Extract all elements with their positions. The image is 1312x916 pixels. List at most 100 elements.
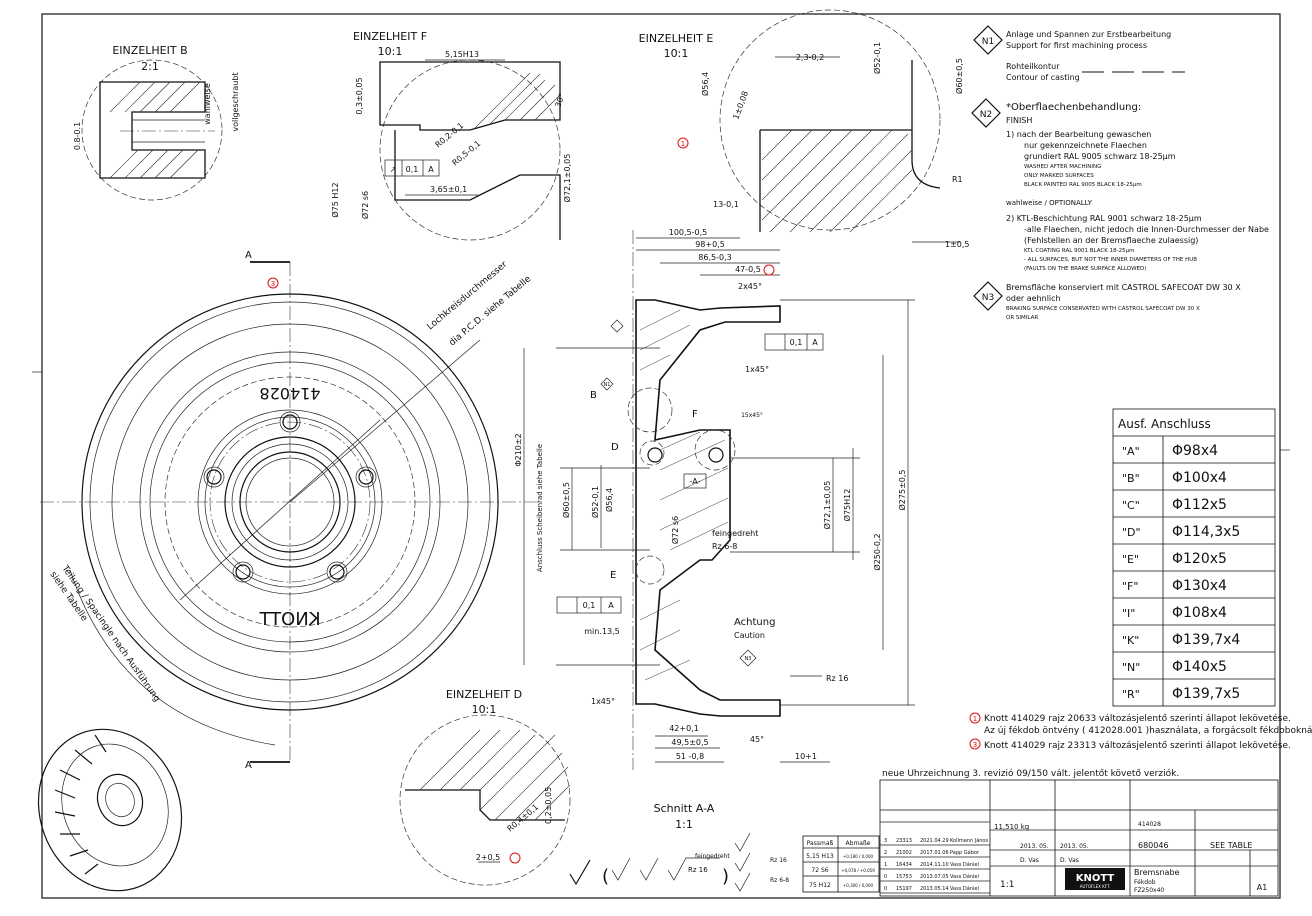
svg-text:ONLY MARKED SURFACES: ONLY MARKED SURFACES [1024, 173, 1094, 179]
svg-text:1x45°: 1x45° [591, 697, 615, 706]
svg-text:B: B [590, 390, 597, 401]
brand-embossed: KNOTT [258, 609, 320, 630]
sheet-border [41, 13, 1281, 899]
table-row-value: Φ114,3x5 [1172, 524, 1240, 540]
table-row-code: "E" [1122, 553, 1139, 566]
svg-text:Passmaß: Passmaß [807, 840, 834, 847]
revision-cell: Papp Gábor [950, 849, 980, 856]
table-row-value: Φ140x5 [1172, 659, 1227, 675]
detail-f-scale: 10:1 [378, 45, 403, 58]
svg-text:N3: N3 [982, 293, 994, 303]
svg-text:1±0,08: 1±0,08 [731, 90, 750, 121]
part-number-embossed: 414028 [259, 384, 320, 403]
detail-b: EINZELHEIT B 2:1 wahlweise vollgeschraub… [73, 44, 240, 201]
svg-text:FINISH: FINISH [1006, 116, 1032, 125]
svg-text:1) nach der Bearbeitung gewa: 1) nach der Bearbeitung gewaschen [1006, 130, 1151, 139]
svg-text:0,3±0,05: 0,3±0,05 [355, 77, 364, 114]
svg-text:Ø75H12: Ø75H12 [842, 489, 852, 522]
notes-block: N1 Anlage und Spannen zur Erstbearbeitun… [971, 25, 1269, 321]
revision-cell: Kollmann János [950, 837, 988, 844]
svg-text:feingedreht: feingedreht [712, 529, 758, 538]
svg-text:11,510 kg: 11,510 kg [994, 823, 1029, 831]
svg-text:Ø52-0,1: Ø52-0,1 [590, 486, 600, 518]
svg-text:49,5±0,5: 49,5±0,5 [671, 738, 708, 747]
svg-text:N1: N1 [604, 382, 611, 388]
svg-text:(: ( [602, 866, 609, 887]
svg-text:Ø72,1±0,05: Ø72,1±0,05 [562, 154, 572, 203]
svg-text:Contour of casting: Contour of casting [1006, 73, 1080, 82]
iso-view [37, 728, 183, 892]
svg-text:Achtung: Achtung [734, 617, 775, 628]
revision-cell: 2017.01.06 [920, 850, 949, 856]
svg-text:Ø60±0,5: Ø60±0,5 [954, 58, 964, 94]
svg-text:0,1: 0,1 [583, 601, 596, 610]
svg-text:FZ250x40: FZ250x40 [1134, 887, 1164, 894]
svg-text:Caution: Caution [734, 631, 765, 640]
detail-b-circle [81, 59, 223, 201]
svg-text:72 S6: 72 S6 [811, 867, 828, 874]
svg-text:WASHED AFTER MACHINING: WASHED AFTER MACHINING [1024, 164, 1101, 170]
detail-e-circle [719, 9, 941, 231]
svg-text:98+0,5: 98+0,5 [695, 240, 725, 249]
svg-text:A: A [608, 601, 614, 610]
svg-text:10+1: 10+1 [795, 752, 817, 761]
svg-text:-A-: -A- [690, 477, 701, 486]
svg-text:Ø275±0,5: Ø275±0,5 [897, 470, 907, 511]
svg-text:KTL COATING RAL 9001 BLACK 1: KTL COATING RAL 9001 BLACK 18-25µm [1024, 248, 1134, 254]
svg-text:N2: N2 [980, 110, 992, 120]
svg-text:3,65±0,1: 3,65±0,1 [430, 185, 467, 194]
svg-text:Abmaße: Abmaße [846, 840, 871, 847]
svg-text:+0,078 / +0,059: +0,078 / +0,059 [841, 868, 875, 873]
svg-text:Bremsfläche konserviert mit CA: Bremsfläche konserviert mit CASTROL SAFE… [1006, 283, 1241, 292]
detail-f-width: 5,15H13 [445, 50, 479, 59]
svg-text:- ALL SURFACES, BUT NOT THE IN: - ALL SURFACES, BUT NOT THE INNER DIAMET… [1024, 257, 1197, 263]
svg-text:Ø52-0,1: Ø52-0,1 [872, 42, 882, 74]
fits-table: Passmaß Abmaße 5,15 H13 +0,180 / 0,000 7… [802, 835, 880, 893]
svg-text:A: A [245, 250, 252, 261]
svg-text:Rz 16: Rz 16 [826, 674, 848, 683]
title-block: neue Uhrzeichnung 3. revizió 09/150 vált… [879, 768, 1279, 897]
svg-text:grundiert RAL 9005 schwarz 18-: grundiert RAL 9005 schwarz 18-25µm [1024, 152, 1176, 161]
svg-text:Knott 414029 rajz 23313 változ: Knott 414029 rajz 23313 változásjelentő … [984, 740, 1291, 751]
svg-text:Ø56,4: Ø56,4 [700, 72, 710, 96]
svg-text:10:1: 10:1 [472, 703, 497, 716]
svg-text:A1: A1 [1257, 883, 1268, 892]
svg-text:0,2±0,05: 0,2±0,05 [544, 787, 553, 824]
svg-text:680046: 680046 [1138, 841, 1169, 850]
table-row-value: Φ100x4 [1172, 470, 1227, 486]
detail-b-dim: 0.8-0.1 [73, 122, 82, 150]
svg-text:R0,5-0,1: R0,5-0,1 [451, 139, 483, 168]
svg-text:(Fehlstellen an der Bremsflaec: (Fehlstellen an der Bremsflaeche zulaess… [1024, 236, 1198, 245]
svg-text:Ø72 s6: Ø72 s6 [670, 516, 680, 544]
revision-cell: 2 [884, 850, 887, 856]
svg-text:BRAKING SURFACE CONSERVATED WI: BRAKING SURFACE CONSERVATED WITH CASTROL… [1006, 306, 1200, 312]
svg-text:414028: 414028 [1138, 821, 1161, 828]
svg-text:nur gekennzeichnete Flaechen: nur gekennzeichnete Flaechen [1024, 141, 1147, 150]
revision-cell: Vass Dániel [950, 873, 979, 880]
svg-text:(FAULTS ON THE BRAKE SURFACE A: (FAULTS ON THE BRAKE SURFACE ALLOWED) [1024, 266, 1146, 272]
svg-text:2+0,5: 2+0,5 [476, 853, 501, 862]
section-title: Schnitt A-A [654, 802, 715, 815]
svg-text:Rz 6-8: Rz 6-8 [770, 877, 789, 884]
revision-cell: Vass Dániel [950, 885, 979, 892]
svg-text:Teilung / Spacingle nach Ausfü: Teilung / Spacingle nach Ausführung [59, 563, 162, 704]
svg-text:0,1: 0,1 [790, 338, 803, 347]
svg-text:D: D [611, 442, 619, 453]
svg-text:1: 1 [681, 140, 685, 148]
svg-text:dia P.C.D. siehe Tabelle: dia P.C.D. siehe Tabelle [448, 274, 534, 348]
surface-symbols: ( Rz 16 feingedreht ) Rz 16 Rz 6-8 [569, 832, 789, 892]
revision-cell: 2013.05.14 [920, 886, 949, 892]
svg-text:15x45°: 15x45° [741, 412, 763, 419]
table-row-code: "D" [1122, 526, 1141, 539]
revision-cell: 15197 [896, 886, 912, 892]
svg-text:Anschluss Scheibenrad siehe Ta: Anschluss Scheibenrad siehe Tabelle [536, 444, 544, 572]
svg-text:N3: N3 [745, 656, 752, 662]
table-row-code: "A" [1122, 445, 1140, 458]
revision-cell: 23313 [896, 838, 912, 844]
svg-text:+0,300 / 0,000: +0,300 / 0,000 [843, 883, 874, 888]
svg-text:F: F [692, 409, 698, 420]
detail-b-scale: 2:1 [141, 60, 159, 73]
svg-text:R0,2-0,1: R0,2-0,1 [434, 121, 466, 150]
revision-cell: 1 [884, 862, 887, 868]
